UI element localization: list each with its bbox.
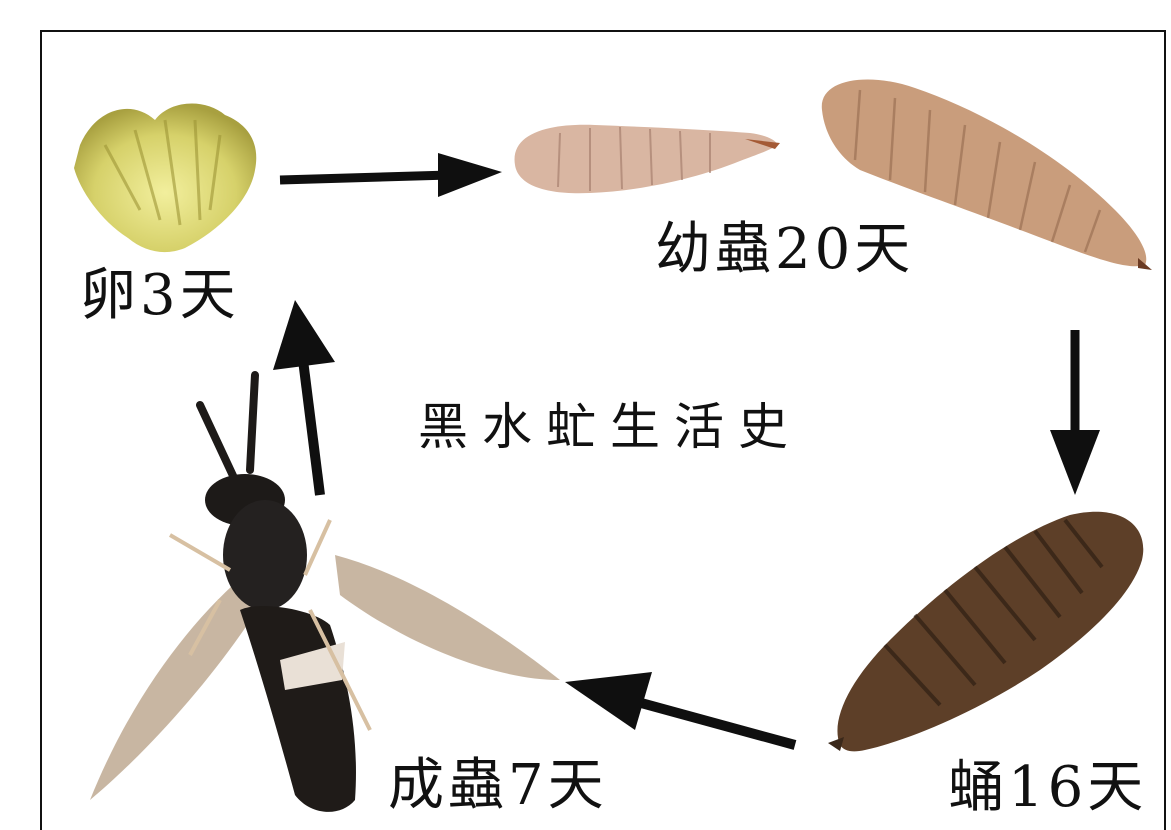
pupa-stage-label: 蛹16天 — [948, 760, 1147, 816]
adult-stage-label: 成蟲7天 — [388, 758, 608, 814]
pupa-image — [820, 505, 1160, 755]
small-larva-image — [500, 105, 790, 205]
egg-stage-label: 卵3天 — [80, 268, 240, 324]
egg-cluster-image — [60, 90, 270, 260]
arrow-egg-to-larva — [280, 145, 510, 205]
arrow-pupa-to-adult — [560, 670, 800, 760]
arrow-adult-to-egg — [265, 300, 355, 500]
diagram-title: 黑水虻生活史 — [418, 402, 802, 452]
larva-stage-label: 幼蟲20天 — [655, 222, 914, 278]
arrow-larva-to-pupa — [1045, 330, 1105, 500]
